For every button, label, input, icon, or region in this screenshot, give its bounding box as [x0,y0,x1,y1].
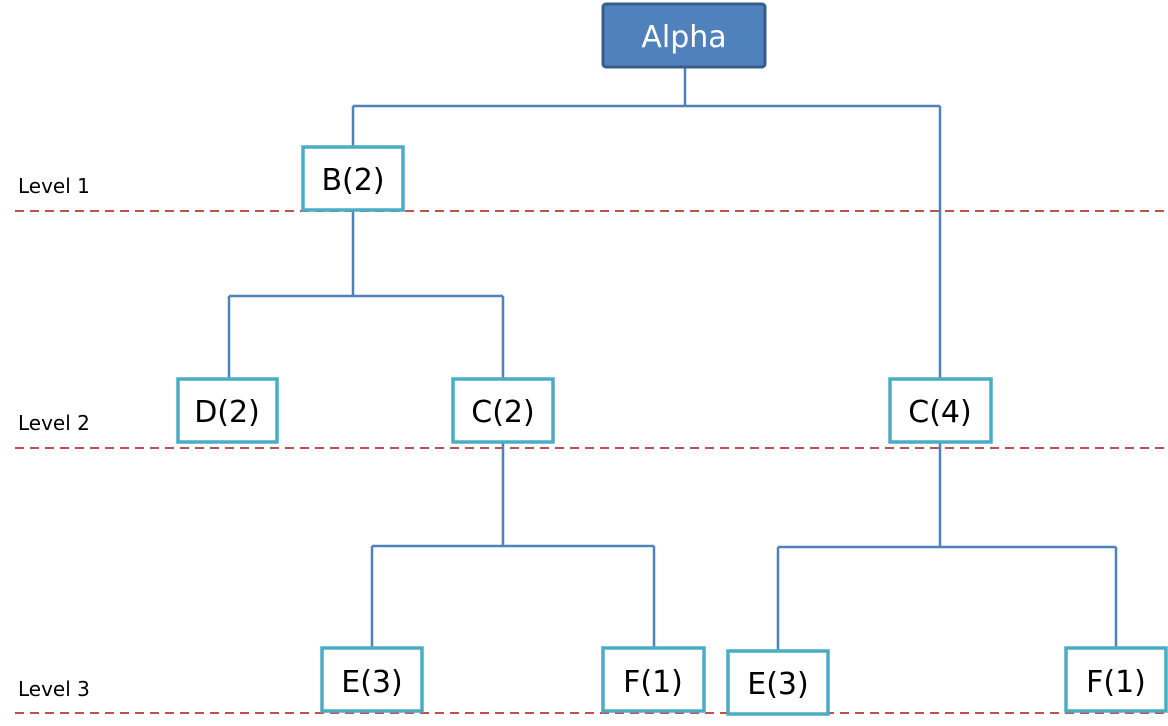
node-c2-label: C(2) [471,395,534,430]
level-3-label: Level 3 [18,677,90,701]
node-e3-right: E(3) [726,649,830,716]
connectors [227,68,1118,651]
node-f1-right-label: F(1) [1086,665,1146,700]
node-d2: D(2) [176,377,279,444]
connector-c4 [776,443,1118,651]
root-node: Alpha [601,2,767,69]
connector-c2 [370,443,656,648]
level-2-label: Level 2 [18,411,90,435]
root-label: Alpha [641,20,726,55]
connector-b [227,212,505,378]
node-c4: C(4) [888,377,993,444]
node-b2-label: B(2) [321,163,384,198]
node-e3-left-label: E(3) [341,665,402,700]
node-e3-left: E(3) [320,646,424,713]
node-f1-left: F(1) [601,646,706,713]
node-b2: B(2) [301,145,405,212]
connector-alpha [351,68,942,378]
level-1-label: Level 1 [18,174,90,198]
node-e3-right-label: E(3) [747,667,808,702]
node-d2-label: D(2) [194,395,260,430]
node-f1-right: F(1) [1064,646,1168,713]
node-c4-label: C(4) [908,395,971,430]
node-c2: C(2) [451,377,555,444]
node-f1-left-label: F(1) [623,665,683,700]
